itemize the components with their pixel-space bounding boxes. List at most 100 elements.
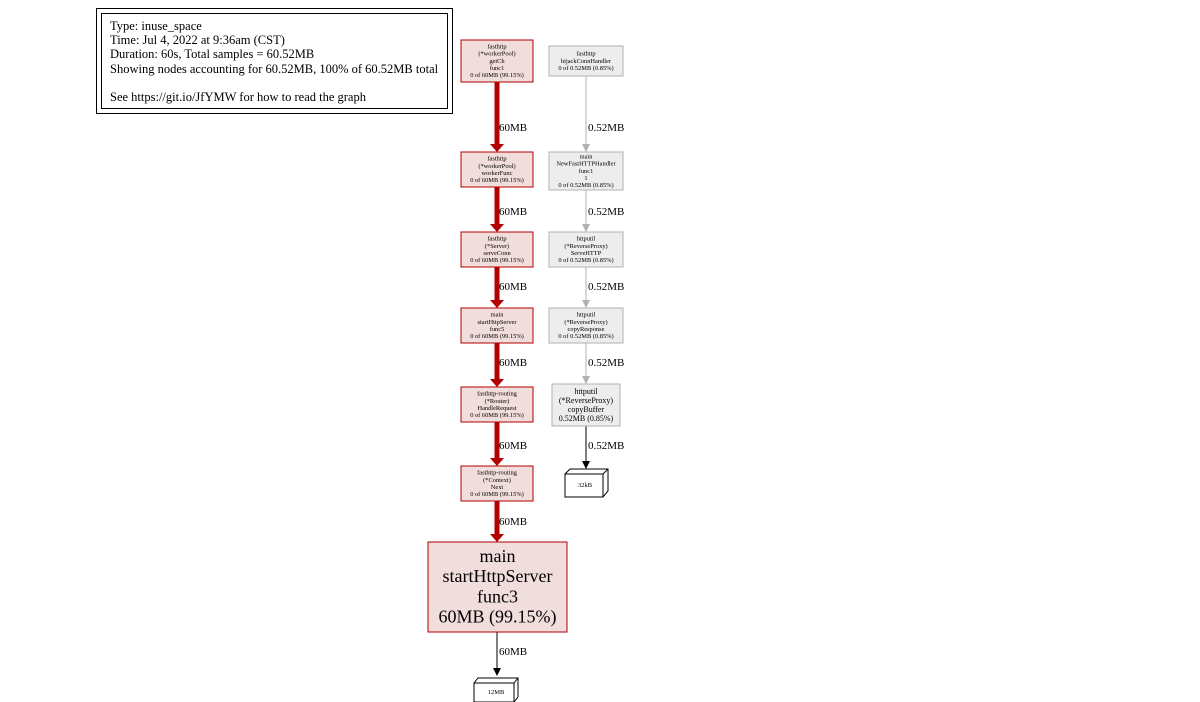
- node-label-line: 0 of 60MB (99.15%): [470, 333, 524, 340]
- alloc-label: 12MB: [488, 689, 505, 696]
- edge-label: 0.52MB: [588, 206, 624, 218]
- edge-label: 60MB: [499, 646, 527, 658]
- node-label-line: main: [480, 546, 516, 566]
- legend-inner: Type: inuse_space Time: Jul 4, 2022 at 9…: [101, 13, 448, 109]
- legend-help: See https://git.io/JfYMW for how to read…: [110, 89, 366, 104]
- node-label-line: 0 of 60MB (99.15%): [470, 72, 524, 79]
- edge-label: 60MB: [499, 357, 527, 369]
- node-label-line: fasthttp: [487, 156, 506, 163]
- node-label-line: func5: [490, 326, 505, 333]
- node-label-line: httputil: [577, 236, 596, 243]
- node-label-line: serveConn: [483, 250, 511, 257]
- node-label-line: 1: [584, 175, 587, 182]
- node-label-line: (*ReverseProxy): [564, 243, 607, 250]
- node-label-line: workerFunc: [482, 170, 513, 177]
- node-label-line: (*Router): [485, 398, 510, 405]
- edge-func5-to-handlerequest: 60MB: [490, 343, 527, 387]
- alloc-label: 32kB: [578, 482, 593, 489]
- node-label-line: 0 of 60MB (99.15%): [470, 257, 524, 264]
- edge-workerpool-getch-to-workerfunc: 60MB: [490, 82, 527, 152]
- edge-label: 60MB: [499, 516, 527, 528]
- edge-label: 60MB: [499, 122, 527, 134]
- node-label-line: httputil: [574, 387, 598, 396]
- edge-label: 60MB: [499, 206, 527, 218]
- edge-next-to-func3: 60MB: [490, 501, 527, 542]
- node-label-line: 0 of 0.52MB (0.85%): [558, 65, 613, 72]
- node-label-line: (*workerPool): [478, 163, 515, 170]
- legend-box: Type: inuse_space Time: Jul 4, 2022 at 9…: [96, 8, 453, 114]
- node-label-line: 0 of 0.52MB (0.85%): [558, 257, 613, 264]
- edge-label: 0.52MB: [588, 281, 624, 293]
- edge-copyresponse-to-copybuffer: 0.52MB: [582, 343, 624, 384]
- edge-handlerequest-to-next: 60MB: [490, 422, 527, 466]
- alloc-box-32kb[interactable]: 32kB: [564, 468, 609, 498]
- node-label-line: fasthttp-routing: [477, 470, 518, 477]
- edge-label: 0.52MB: [588, 122, 624, 134]
- node-box: [460, 39, 534, 83]
- node-label-line: hijackConnHandler: [561, 58, 612, 65]
- node-label-line: (*ReverseProxy): [559, 396, 614, 405]
- node-label-line: 60MB (99.15%): [439, 606, 557, 627]
- node-label-line: fasthttp: [576, 51, 595, 58]
- node-router-handlerequest[interactable]: fasthttp-routing(*Router)HandleRequest0 …: [460, 386, 534, 423]
- edge-newfasthttphandler-to-servehttp: 0.52MB: [582, 190, 624, 232]
- node-label-line: copyResponse: [568, 326, 605, 333]
- node-box: [460, 231, 534, 268]
- edge-label: 60MB: [499, 281, 527, 293]
- node-box: [427, 541, 568, 633]
- node-box: [460, 386, 534, 423]
- node-reverseproxy-copybuffer[interactable]: httputil(*ReverseProxy)copyBuffer0.52MB …: [551, 383, 621, 427]
- edge-label: 0.52MB: [588, 440, 624, 452]
- node-label-line: (*ReverseProxy): [564, 319, 607, 326]
- node-box: [548, 45, 624, 77]
- node-label-line: HandleRequest: [477, 405, 516, 412]
- node-box: [548, 151, 624, 191]
- edge-label: 0.52MB: [588, 357, 624, 369]
- node-label-line: startHttpServer: [477, 319, 517, 326]
- edge-label: 60MB: [499, 440, 527, 452]
- edge-func3-to-alloc: 60MB: [493, 632, 527, 676]
- node-box: [460, 465, 534, 502]
- legend-type: Type: inuse_space: [110, 19, 202, 33]
- node-label-line: fasthttp: [487, 44, 506, 51]
- node-label-line: NewFastHTTPHandler: [556, 161, 616, 168]
- node-label-line: (*workerPool): [478, 51, 515, 58]
- node-label-line: (*Server): [485, 243, 509, 250]
- edge-serveconn-to-func5: 60MB: [490, 267, 527, 308]
- node-label-line: fasthttp-routing: [477, 391, 518, 398]
- legend-duration: Duration: 60s, Total samples = 60.52MB: [110, 47, 315, 62]
- alloc-box-12mb[interactable]: 12MB: [473, 677, 519, 702]
- node-label-line: 0 of 0.52MB (0.85%): [558, 333, 613, 340]
- node-label-line: startHttpServer: [443, 566, 553, 586]
- edge-hijack-to-newfasthttphandler: 0.52MB: [582, 76, 624, 152]
- node-label-line: 0 of 60MB (99.15%): [470, 412, 524, 419]
- legend-showing: Showing nodes accounting for 60.52MB, 10…: [110, 61, 439, 76]
- node-label-line: 0.52MB (0.85%): [559, 414, 614, 423]
- node-label-line: fasthttp: [487, 236, 506, 243]
- node-box: [460, 307, 534, 344]
- node-label-line: httputil: [577, 312, 596, 319]
- node-label-line: 0 of 60MB (99.15%): [470, 177, 524, 184]
- edge-servehttp-to-copyresponse: 0.52MB: [582, 267, 624, 308]
- node-label-line: getCh: [489, 58, 505, 65]
- node-label-line: 0 of 60MB (99.15%): [470, 491, 524, 498]
- node-label-line: func1: [490, 65, 505, 72]
- node-label-line: copyBuffer: [568, 405, 605, 414]
- node-label-line: Next: [491, 484, 504, 491]
- node-label-line: func3: [477, 586, 518, 606]
- node-label-line: 0 of 0.52MB (0.85%): [558, 182, 613, 189]
- node-label-line: main: [580, 154, 594, 161]
- node-box: [548, 307, 624, 344]
- node-label-line: func1: [579, 168, 594, 175]
